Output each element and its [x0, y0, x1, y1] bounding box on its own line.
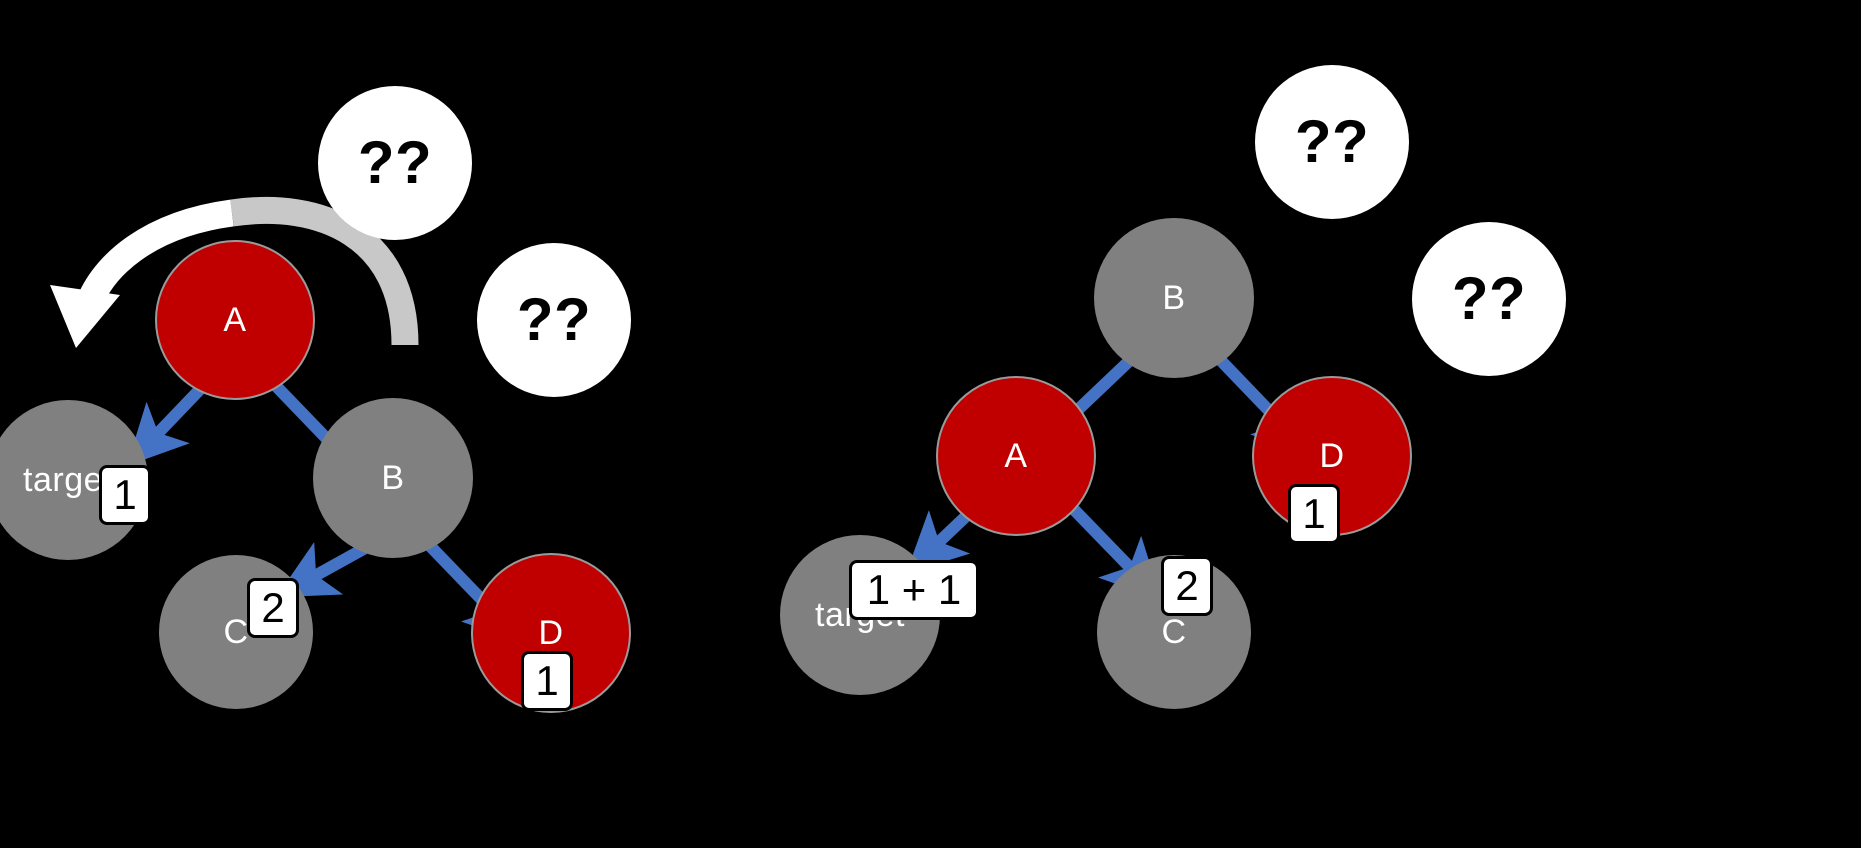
badge-left-d-value: 1: [535, 657, 559, 704]
badge-right-d-value: 1: [1302, 490, 1326, 537]
node-left-b-label: B: [381, 459, 405, 497]
node-right-a-label: A: [1004, 437, 1028, 475]
badge-right-d: 1: [1288, 484, 1340, 544]
node-right-question-1-label: ??: [1294, 108, 1370, 175]
badge-left-target-value: 1: [113, 471, 137, 518]
node-right-c-label: C: [1161, 613, 1187, 651]
badge-left-c-value: 2: [261, 584, 285, 631]
node-right-question-1[interactable]: ??: [1255, 65, 1409, 219]
node-left-d-label: D: [538, 614, 564, 652]
badge-right-target-value: 1 + 1: [866, 566, 962, 613]
badge-right-target: 1 + 1: [849, 560, 979, 620]
node-right-d-label: D: [1319, 437, 1345, 475]
node-right-question-2[interactable]: ??: [1412, 222, 1566, 376]
badge-right-c: 2: [1161, 556, 1213, 616]
badge-right-c-value: 2: [1175, 562, 1199, 609]
node-left-question-2-label: ??: [516, 286, 592, 353]
node-left-c-label: C: [223, 613, 249, 651]
node-left-b[interactable]: B: [313, 398, 473, 558]
node-left-question-1[interactable]: ??: [318, 86, 472, 240]
node-left-a-label: A: [223, 301, 247, 339]
node-right-a[interactable]: A: [936, 376, 1096, 536]
node-right-question-2-label: ??: [1451, 265, 1527, 332]
node-right-b[interactable]: B: [1094, 218, 1254, 378]
node-left-question-1-label: ??: [357, 129, 433, 196]
edge-left-a-to-target: [126, 377, 212, 466]
rotate-arrow-left: [50, 196, 419, 348]
node-left-a[interactable]: A: [155, 240, 315, 400]
badge-left-d: 1: [521, 651, 573, 711]
badge-left-c: 2: [247, 578, 299, 638]
node-right-b-label: B: [1162, 279, 1186, 317]
node-left-question-2[interactable]: ??: [477, 243, 631, 397]
badge-left-target: 1: [99, 465, 151, 525]
